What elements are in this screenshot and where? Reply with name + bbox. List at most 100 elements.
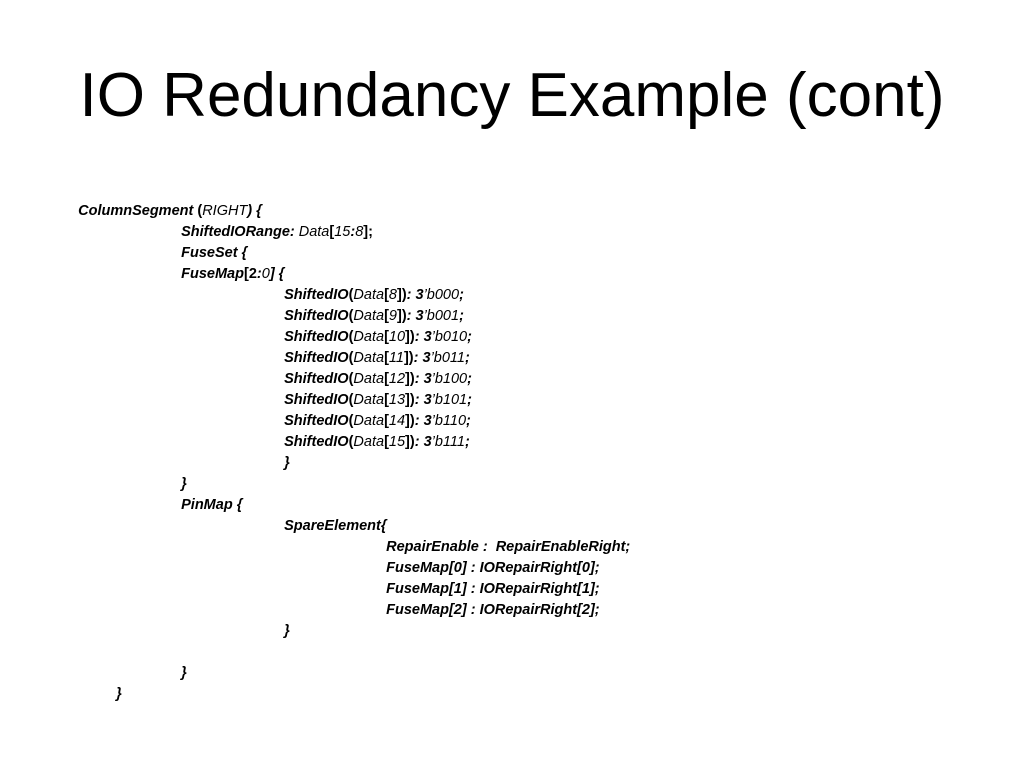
code-line: ShiftedIO(Data[14]): 3’b110; [268, 390, 471, 429]
code-token: 2 [248, 266, 257, 282]
code-line: SpareElement{ [268, 495, 386, 534]
code-token: : 3 [414, 434, 432, 450]
code-token: ]) [403, 350, 414, 366]
code-token: } [181, 476, 187, 492]
code-token: FuseMap[0] : IORepairRight[0]; [386, 560, 600, 576]
code-token: ; [459, 308, 464, 324]
code-token: ColumnSegment [78, 203, 194, 219]
code-token: RepairEnable : RepairEnableRight; [386, 539, 631, 555]
code-token: ( [348, 371, 354, 387]
code-token: ’b101 [431, 392, 468, 408]
code-token: : 3 [413, 350, 431, 366]
code-token: } [284, 623, 290, 639]
code-token: 14 [388, 413, 406, 429]
code-token: Data [353, 434, 385, 450]
code-token: SpareElement{ [284, 518, 387, 534]
code-token: 15 [388, 434, 406, 450]
code-line: } [100, 663, 122, 702]
code-token: PinMap { [181, 497, 243, 513]
code-token: ShiftedIO [284, 350, 349, 366]
code-token: Data [353, 287, 385, 303]
code-token: Data [353, 329, 385, 345]
code-line: ShiftedIO(Data[15]): 3’b111; [268, 411, 470, 450]
code-line: ShiftedIO(Data[12]): 3’b100; [268, 348, 472, 387]
code-token: 0 [261, 266, 270, 282]
code-token: FuseSet { [181, 245, 248, 261]
code-token: ]; [363, 224, 373, 240]
code-token: ( [348, 308, 354, 324]
code-line: FuseMap[1] : IORepairRight[1]; [370, 558, 599, 597]
code-token: ]) [405, 413, 415, 429]
code-token: 12 [388, 371, 406, 387]
code-token: ; [464, 434, 470, 450]
code-token: ShiftedIO [284, 371, 349, 387]
code-token: : 3 [406, 308, 424, 324]
code-token: ’b100 [431, 371, 468, 387]
code-line: FuseSet { [165, 222, 247, 261]
code-token: ] { [269, 266, 285, 282]
code-token: [ [384, 434, 389, 450]
code-line: } [165, 642, 187, 681]
code-line: RepairEnable : RepairEnableRight; [370, 516, 630, 555]
code-token: ]) [405, 434, 415, 450]
code-token: FuseMap [181, 266, 244, 282]
code-token: ShiftedIO [284, 434, 349, 450]
code-token: [ [384, 371, 389, 387]
code-token: Data [294, 224, 330, 240]
code-token: : 3 [406, 287, 424, 303]
code-line: FuseMap[2:0] { [165, 243, 284, 282]
code-token: 11 [388, 350, 404, 366]
code-token: ]) [396, 308, 407, 324]
code-token: ( [348, 329, 354, 345]
code-token: Data [353, 392, 385, 408]
code-token: : [350, 224, 356, 240]
code-token: [ [384, 413, 389, 429]
code-token: : 3 [414, 392, 432, 408]
code-token: ShiftedIO [284, 308, 349, 324]
code-token: : 3 [414, 329, 432, 345]
code-token: ( [193, 203, 203, 219]
code-line: ShiftedIO(Data[13]): 3’b101; [268, 369, 472, 408]
code-token: ( [348, 434, 354, 450]
code-token: ) { [247, 203, 262, 219]
code-token: [ [384, 287, 389, 303]
code-line: PinMap { [165, 474, 242, 513]
code-token: ]) [396, 287, 407, 303]
code-line: } [268, 432, 290, 471]
code-token: ’b010 [431, 329, 468, 345]
code-token: 10 [388, 329, 406, 345]
code-line: ColumnSegment (RIGHT) { [62, 180, 262, 219]
code-token: ’b011 [430, 350, 465, 366]
code-line: } [268, 600, 290, 639]
code-token: 13 [388, 392, 406, 408]
code-token: FuseMap[1] : IORepairRight[1]; [386, 581, 600, 597]
code-token: RIGHT [202, 203, 248, 219]
code-token: } [284, 455, 290, 471]
code-token: ( [348, 392, 354, 408]
code-token: ; [467, 329, 472, 345]
code-token: ’b111 [431, 434, 465, 450]
code-token: ShiftedIO [284, 329, 349, 345]
code-token: 8 [355, 224, 364, 240]
code-token: ’b110 [431, 413, 467, 429]
code-line: } [165, 453, 187, 492]
code-line: ShiftedIO(Data[9]): 3’b001; [268, 285, 464, 324]
code-token: ; [464, 350, 470, 366]
code-token: ShiftedIO [284, 392, 349, 408]
code-token: : 3 [414, 413, 432, 429]
code-token: [ [384, 329, 389, 345]
code-line: ShiftedIO(Data[10]): 3’b010; [268, 306, 472, 345]
code-token: ’b000 [423, 287, 460, 303]
code-token: : 3 [414, 371, 432, 387]
code-token: ]) [405, 371, 415, 387]
code-token: ( [348, 287, 354, 303]
code-token: ]) [405, 329, 415, 345]
code-line: ShiftedIORange: Data[15:8]; [165, 201, 373, 240]
code-token: } [116, 686, 122, 702]
code-token: ShiftedIORange: [181, 224, 295, 240]
code-token: Data [353, 308, 385, 324]
code-token: [ [384, 308, 389, 324]
code-line: FuseMap[0] : IORepairRight[0]; [370, 537, 599, 576]
code-token: : [256, 266, 262, 282]
code-token: [ [384, 350, 389, 366]
